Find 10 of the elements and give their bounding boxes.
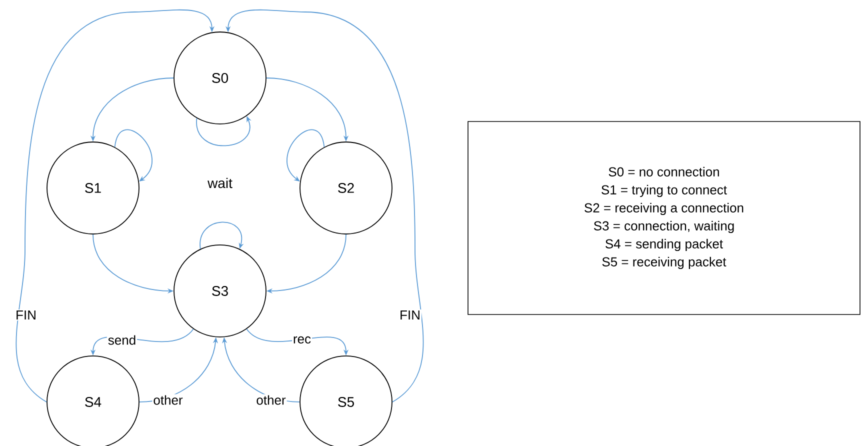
edge-label: FIN xyxy=(14,310,38,320)
arrow xyxy=(200,222,244,250)
state-label: wait xyxy=(208,178,232,188)
arrow xyxy=(16,9,214,402)
edge-label: send xyxy=(106,334,138,346)
edge-label: other xyxy=(152,394,184,406)
legend-box: S0 = no connection S1 = trying to connect S2 = receiving a connection S3 = connection, waiting S4 = sending packet S5 = receiving packet xyxy=(468,121,860,315)
edge-label: rec xyxy=(292,335,312,345)
edge-label: FIN xyxy=(398,310,422,320)
edge-label: other xyxy=(255,394,287,406)
